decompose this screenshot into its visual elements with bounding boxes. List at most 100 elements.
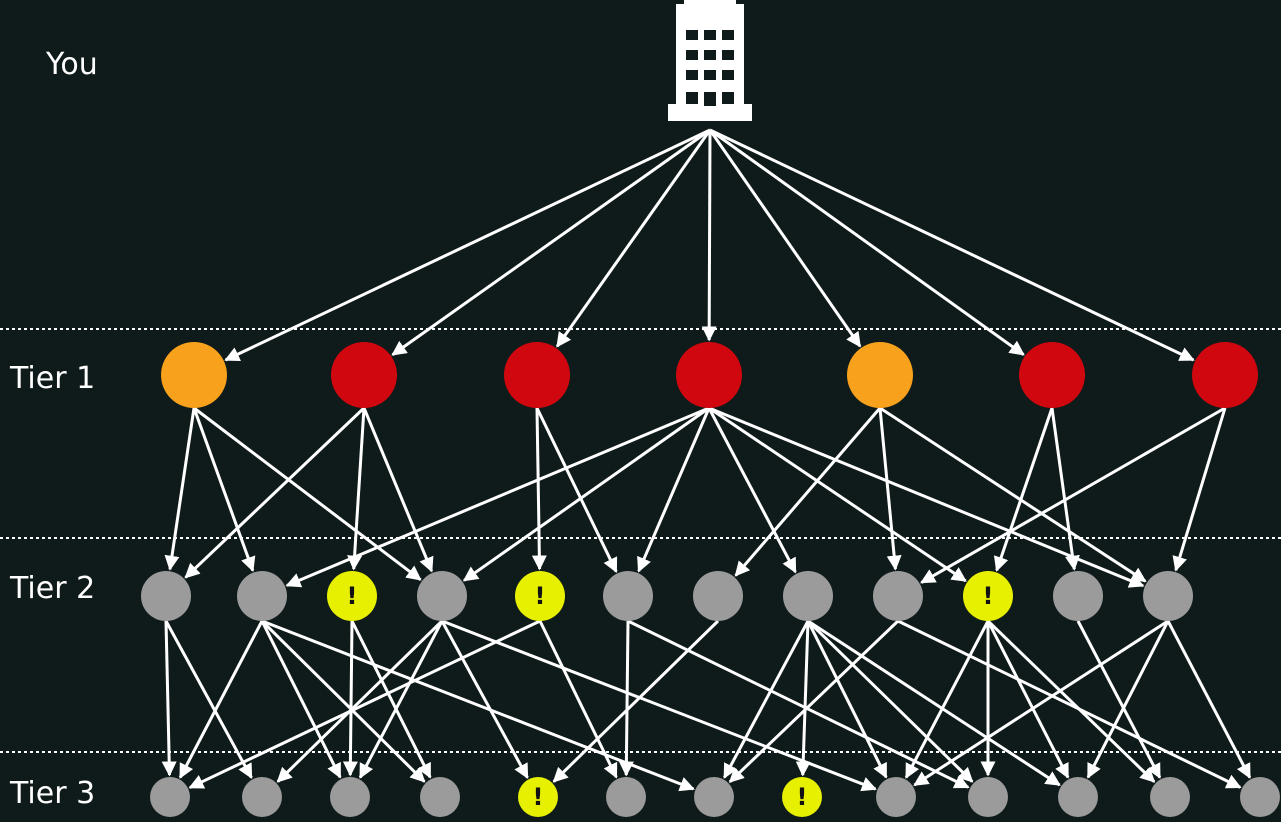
exclamation-icon: ! (797, 783, 808, 811)
edge-t2-11-t3-8 (913, 619, 1169, 787)
edge-t2-2-t3-2 (342, 620, 358, 777)
tier-1-label: Tier 1 (10, 361, 96, 396)
tier1-node-circle (847, 342, 913, 408)
tier1-node-6-red (1019, 342, 1085, 408)
tier2-node-1-grey (141, 571, 191, 621)
edge-t1-1-t2-2 (347, 407, 366, 571)
tier2-node-7-grey (693, 571, 743, 621)
tier2-node-11-grey (1053, 571, 1103, 621)
edge-t2-5-t3-5 (618, 620, 634, 777)
edge-t1-4-t2-6 (734, 407, 882, 577)
edge-t2-0-t3-0 (161, 620, 177, 777)
tier3-node-circle (694, 777, 734, 817)
edge-t2-9-t3-8 (904, 620, 990, 779)
tier3-node-12-grey (1150, 777, 1190, 817)
tier2-node-9-grey (873, 571, 923, 621)
edge-t2-3-t3-4 (440, 620, 529, 780)
tier1-node-circle (1192, 342, 1258, 408)
edge-t2-10-t3-11 (1076, 620, 1162, 779)
tier1-node-circle (161, 342, 227, 408)
you-label: You (46, 47, 98, 82)
tier1-node-7-red (1192, 342, 1258, 408)
tier3-node-circle (420, 777, 460, 817)
tier1-node-1-orange (161, 342, 227, 408)
tier3-node-11-grey (1058, 777, 1098, 817)
edge-t2-11-t3-10 (1086, 620, 1170, 779)
edge-t2-2-t3-3 (350, 620, 432, 779)
edge-root-t1-2 (555, 129, 712, 348)
tier3-node-circle (1058, 777, 1098, 817)
tier2-node-8-grey (783, 571, 833, 621)
edge-t2-5-t3-9 (627, 619, 970, 789)
tier1-node-circle (504, 342, 570, 408)
tier3-node-13-grey (1240, 777, 1280, 817)
edge-t2-3-t3-1 (276, 619, 444, 783)
office-building-icon (668, 0, 752, 121)
edge-t2-1-t3-0 (178, 620, 264, 779)
tier-3-label: Tier 3 (10, 776, 96, 811)
tier2-node-circle (141, 571, 191, 621)
tier2-node-circle (1143, 571, 1193, 621)
edge-t2-6-t3-4 (552, 619, 720, 783)
edge-t2-11-t3-12 (1166, 620, 1252, 779)
tier3-node-circle (782, 777, 822, 817)
tier2-node-circle (237, 571, 287, 621)
tier3-node-circle (1240, 777, 1280, 817)
tier2-node-6-grey (603, 571, 653, 621)
tier2-node-circle (515, 571, 565, 621)
tier3-node-9-grey (876, 777, 916, 817)
tier2-node-circle (327, 571, 377, 621)
tier3-node-7-grey (694, 777, 734, 817)
edge-t1-3-t2-5 (637, 407, 711, 573)
tier2-node-circle (873, 571, 923, 621)
edge-t2-7-t3-9 (806, 619, 974, 783)
edge-root-t1-5 (709, 128, 1025, 356)
edge-root-t1-6 (709, 128, 1195, 362)
tier3-node-circle (518, 777, 558, 817)
exclamation-icon: ! (533, 783, 544, 811)
tier2-node-circle (603, 571, 653, 621)
tier3-node-circle (606, 777, 646, 817)
tier2-node-2-grey (237, 571, 287, 621)
tier2-node-circle (963, 571, 1013, 621)
exclamation-icon: ! (983, 582, 994, 610)
tier3-node-3-grey (330, 777, 370, 817)
edge-t2-7-t3-8 (806, 620, 888, 779)
tier2-node-4-grey (417, 571, 467, 621)
edges (161, 128, 1252, 792)
tier1-node-circle (331, 342, 397, 408)
tier2-node-circle (693, 571, 743, 621)
edge-t1-0-t2-3 (193, 406, 422, 581)
edge-t2-0-t3-1 (164, 620, 253, 780)
tier3-node-circle (1150, 777, 1190, 817)
edge-t2-4-t3-5 (538, 620, 618, 779)
tier2-node-circle (783, 571, 833, 621)
edge-t1-2-t2-4 (531, 407, 547, 571)
edge-t1-6-t2-11 (1172, 407, 1227, 572)
tier3-node-6-grey (606, 777, 646, 817)
tier1-node-5-orange (847, 342, 913, 408)
tier2-node-circle (1053, 571, 1103, 621)
tier2-node-12-grey (1143, 571, 1193, 621)
exclamation-icon: ! (347, 582, 358, 610)
edge-t2-1-t3-3 (260, 619, 426, 783)
edge-t2-3-t3-2 (358, 620, 444, 779)
edge-t2-8-t3-12 (897, 619, 1242, 789)
tier2-node-3-alert: ! (327, 571, 377, 621)
edge-root-t1-4 (708, 129, 862, 348)
edge-t1-2-t2-5 (535, 407, 618, 574)
tier3-node-4-grey (420, 777, 460, 817)
edge-root-t1-1 (391, 128, 711, 356)
tier1-node-3-red (504, 342, 570, 408)
edge-t1-1-t2-3 (362, 407, 434, 573)
edge-t1-0-t2-0 (164, 407, 196, 571)
edge-t1-3-t2-9 (708, 406, 967, 583)
edge-t1-4-t2-11 (879, 406, 1147, 583)
edge-t2-7-t3-7 (795, 620, 811, 777)
edge-t1-3-t2-11 (708, 406, 1145, 588)
tier3-node-2-grey (242, 777, 282, 817)
tier3-node-circle (968, 777, 1008, 817)
edge-t1-5-t2-10 (1050, 407, 1080, 571)
edge-t2-7-t3-10 (807, 619, 1061, 787)
